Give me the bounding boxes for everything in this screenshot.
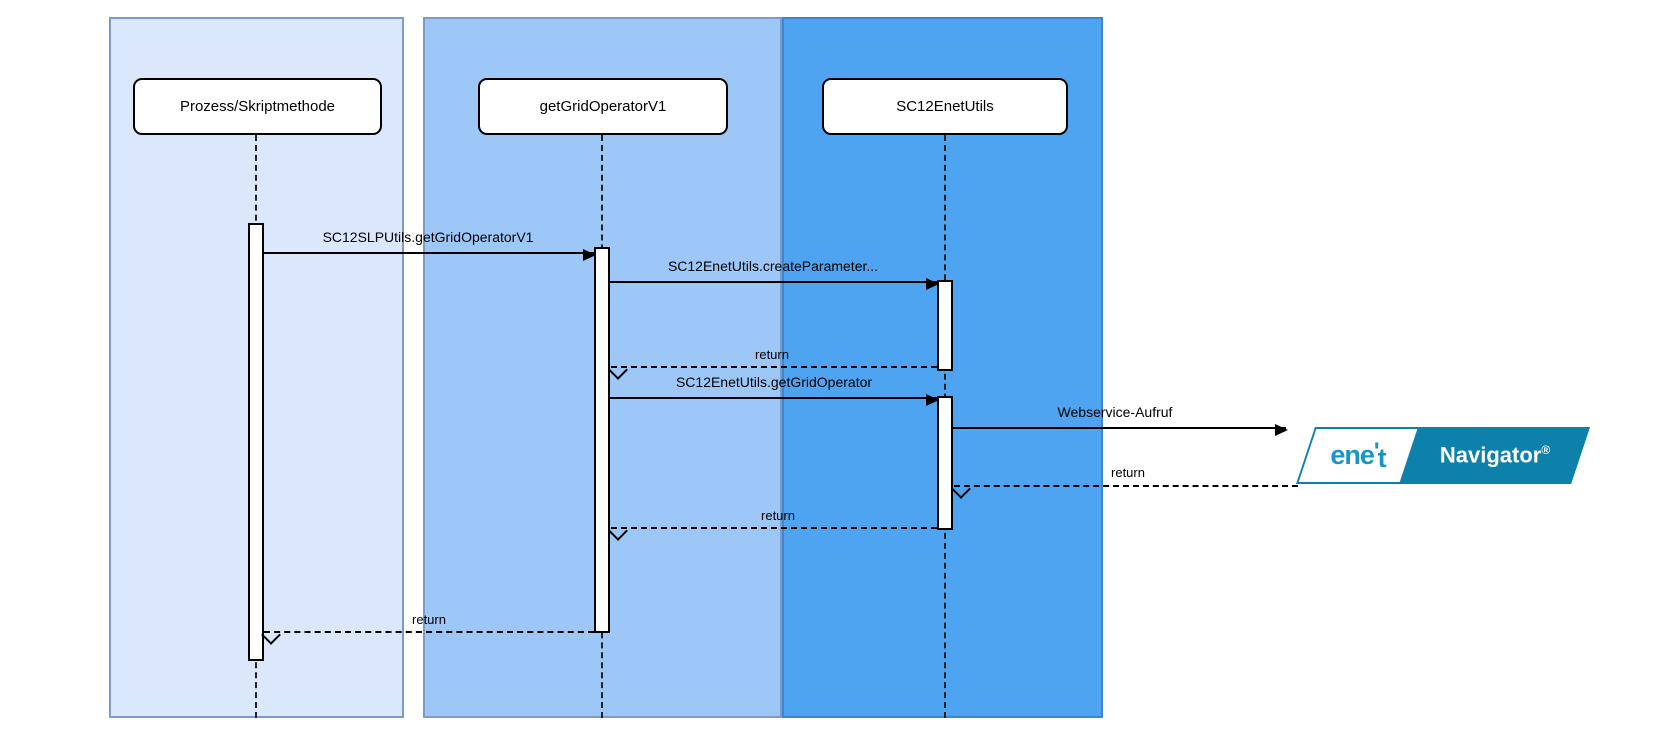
actor-label: SC12EnetUtils [896, 98, 994, 115]
actor-box-prozess-skriptmethode: Prozess/Skriptmethode [133, 78, 382, 135]
navigator-wordmark-panel: Navigator® [1400, 427, 1590, 484]
message-label-return-2: return [1111, 465, 1145, 480]
activation-bar-getgridoperatorv1 [594, 247, 610, 633]
message-line-call-1 [264, 249, 596, 261]
activation-bar-prozess [248, 223, 264, 661]
message-line-call-4 [953, 424, 1288, 436]
message-label-call-createparameter: SC12EnetUtils.createParameter... [667, 258, 879, 274]
solid-arrowhead-icon [583, 249, 596, 261]
enet-brand-text: ene't [1330, 438, 1386, 473]
message-label-webservice-aufruf: Webservice-Aufruf [1057, 404, 1173, 420]
solid-arrowhead-icon [926, 394, 939, 406]
activation-bar-sc12enetutils-getgridoperator [937, 396, 953, 530]
message-label-return-4: return [412, 612, 446, 627]
message-label-call-getgridoperator: SC12EnetUtils.getGridOperator [675, 374, 873, 390]
message-line-return-3 [608, 521, 937, 541]
message-line-return-1 [608, 360, 937, 380]
actor-box-getgridoperatorv1: getGridOperatorV1 [478, 78, 728, 135]
solid-arrowhead-icon [926, 278, 939, 290]
enet-brand-mark: ene't [1296, 427, 1420, 484]
activation-bar-sc12enetutils-createparameter [937, 280, 953, 371]
message-line-call-2 [610, 278, 939, 290]
actor-box-sc12enetutils: SC12EnetUtils [822, 78, 1068, 135]
solid-arrowhead-icon [1275, 424, 1288, 436]
message-label-call-getgridoperatorv1: SC12SLPUtils.getGridOperatorV1 [322, 229, 534, 245]
message-line-return-4 [261, 625, 594, 645]
message-line-return-2 [951, 479, 1298, 499]
message-line-call-3 [610, 394, 939, 406]
message-label-return-1: return [755, 347, 789, 362]
enet-navigator-logo: ene't Navigator® [1296, 427, 1596, 486]
actor-label: getGridOperatorV1 [539, 98, 667, 115]
navigator-wordmark: Navigator® [1439, 442, 1551, 468]
actor-label: Prozess/Skriptmethode [179, 98, 336, 115]
message-label-return-3: return [761, 508, 795, 523]
